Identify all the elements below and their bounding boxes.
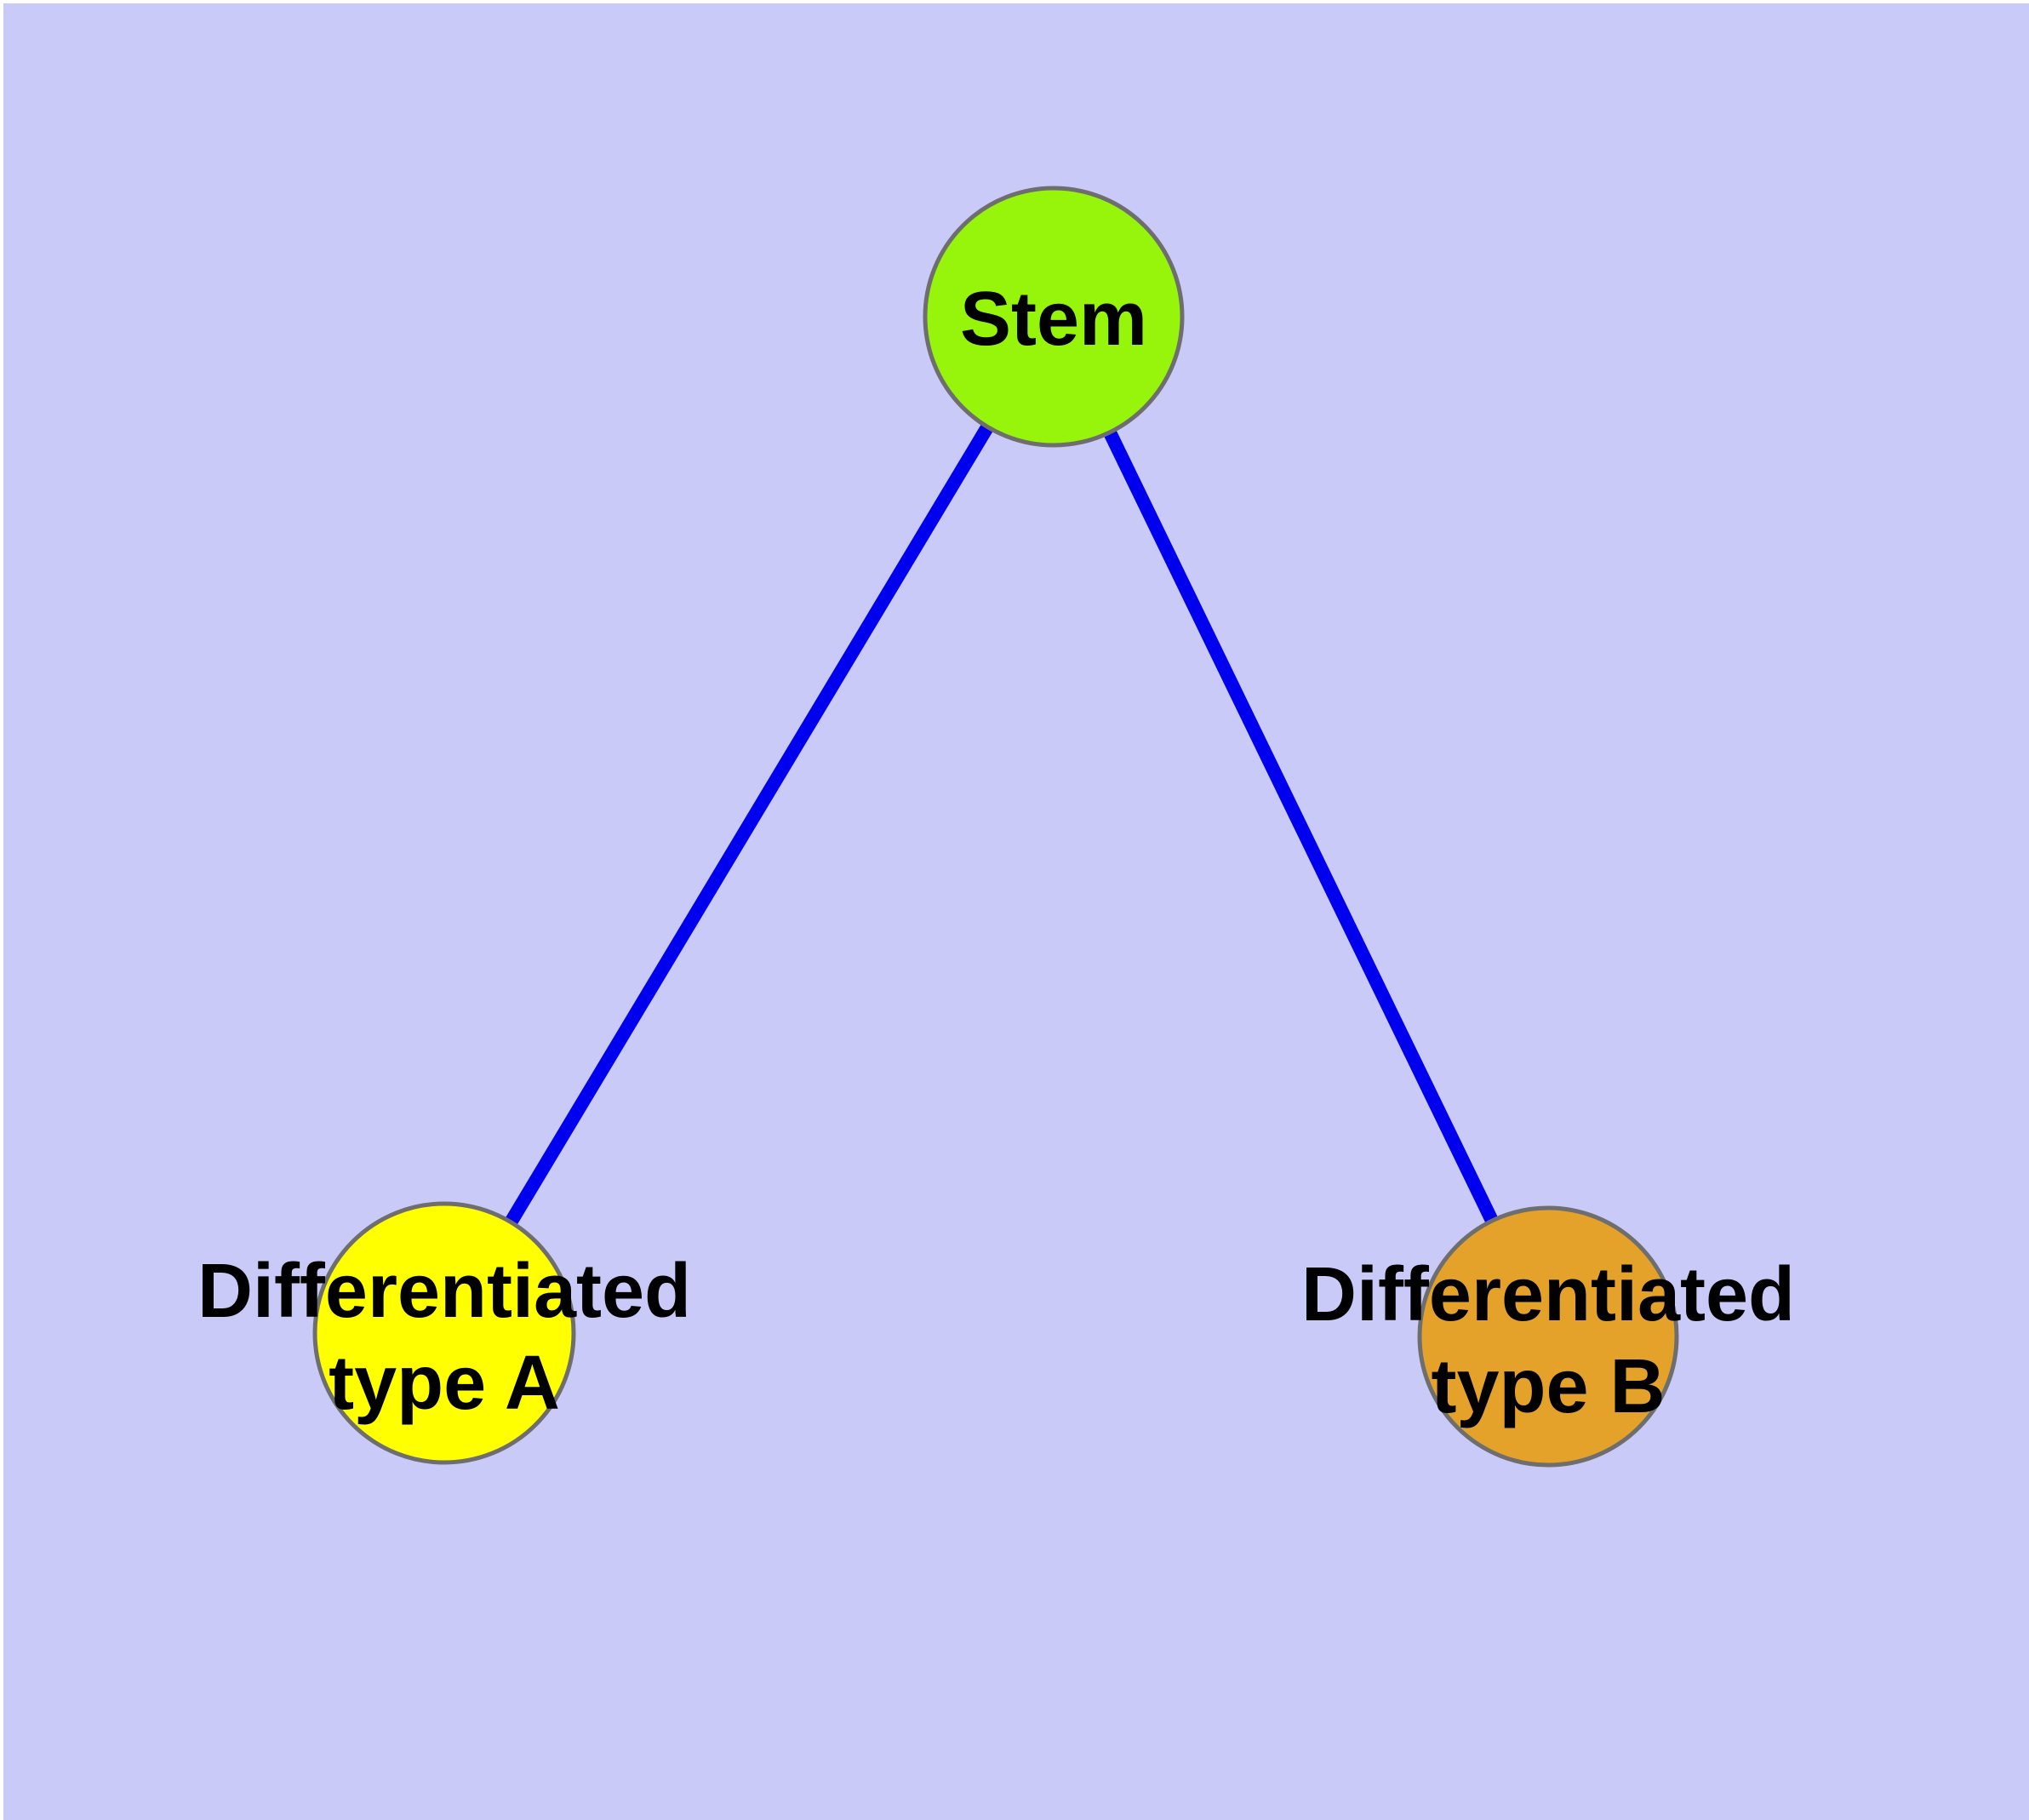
node-differentiated-type-b (1417, 1205, 1679, 1468)
node-type-b-label-line1: Differentiated (1301, 1252, 1795, 1337)
node-stem-label: Stem (960, 277, 1147, 362)
node-stem (923, 186, 1185, 448)
edge-stem-to-type-b (1047, 313, 1555, 1340)
node-differentiated-type-a (312, 1201, 576, 1465)
edge-stem-to-type-a (438, 312, 1060, 1337)
node-type-a-label-line1: Differentiated (197, 1249, 691, 1334)
node-type-b-label-line2: type B (1431, 1344, 1665, 1429)
node-type-a-label-line2: type A (329, 1341, 560, 1426)
